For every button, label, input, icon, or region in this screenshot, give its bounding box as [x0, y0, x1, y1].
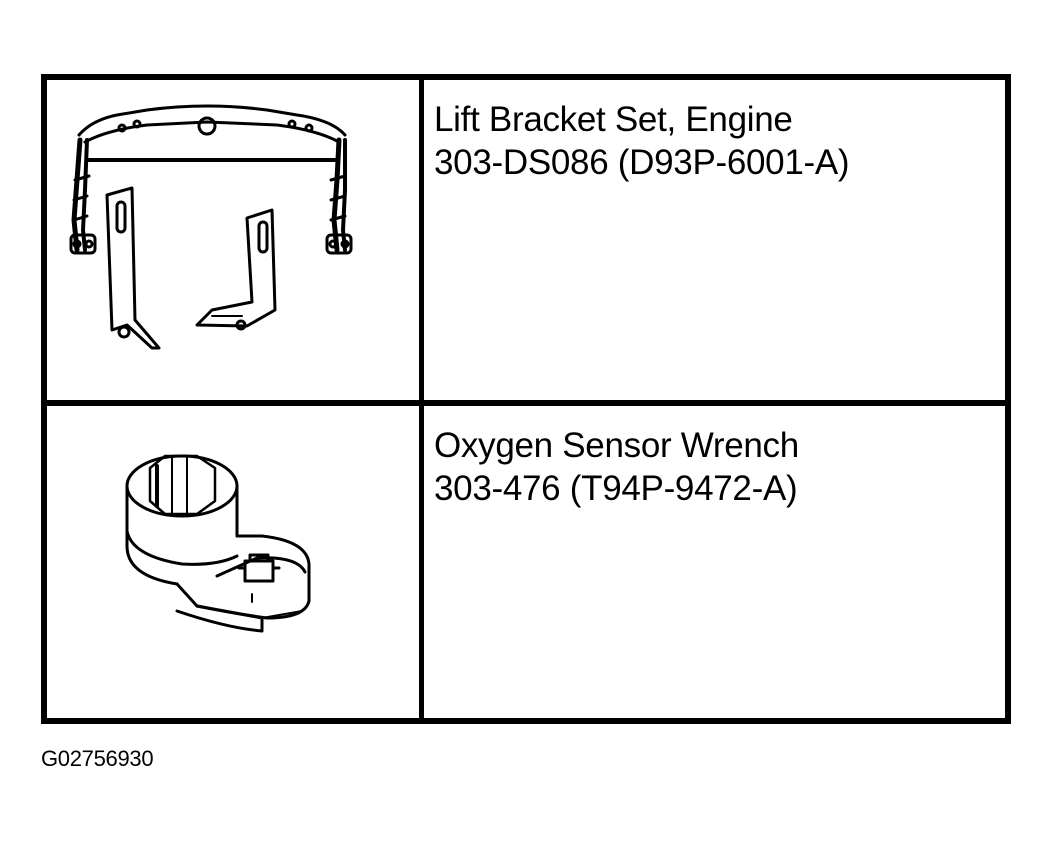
figure-id: G02756930: [41, 746, 154, 771]
tool-name: Oxygen Sensor Wrench: [434, 426, 799, 465]
lift-bracket-set-illustration: [69, 104, 353, 350]
row-divider: [47, 400, 1005, 406]
special-tools-table: Lift Bracket Set, Engine 303-DS086 (D93P…: [41, 74, 1011, 724]
tool-part-number: 303-DS086 (D93P-6001-A): [434, 143, 850, 182]
tool-image-cell: [47, 80, 419, 400]
tool-description-cell: Lift Bracket Set, Engine 303-DS086 (D93P…: [424, 80, 1005, 400]
table-row: Oxygen Sensor Wrench 303-476 (T94P-9472-…: [47, 406, 1005, 718]
oxygen-sensor-wrench-illustration: [125, 454, 311, 633]
tool-name: Lift Bracket Set, Engine: [434, 100, 793, 139]
tool-image-cell: [47, 406, 419, 718]
column-divider: [419, 80, 424, 718]
tool-description-cell: Oxygen Sensor Wrench 303-476 (T94P-9472-…: [424, 406, 1005, 718]
tool-part-number: 303-476 (T94P-9472-A): [434, 469, 798, 508]
table-row: Lift Bracket Set, Engine 303-DS086 (D93P…: [47, 80, 1005, 400]
